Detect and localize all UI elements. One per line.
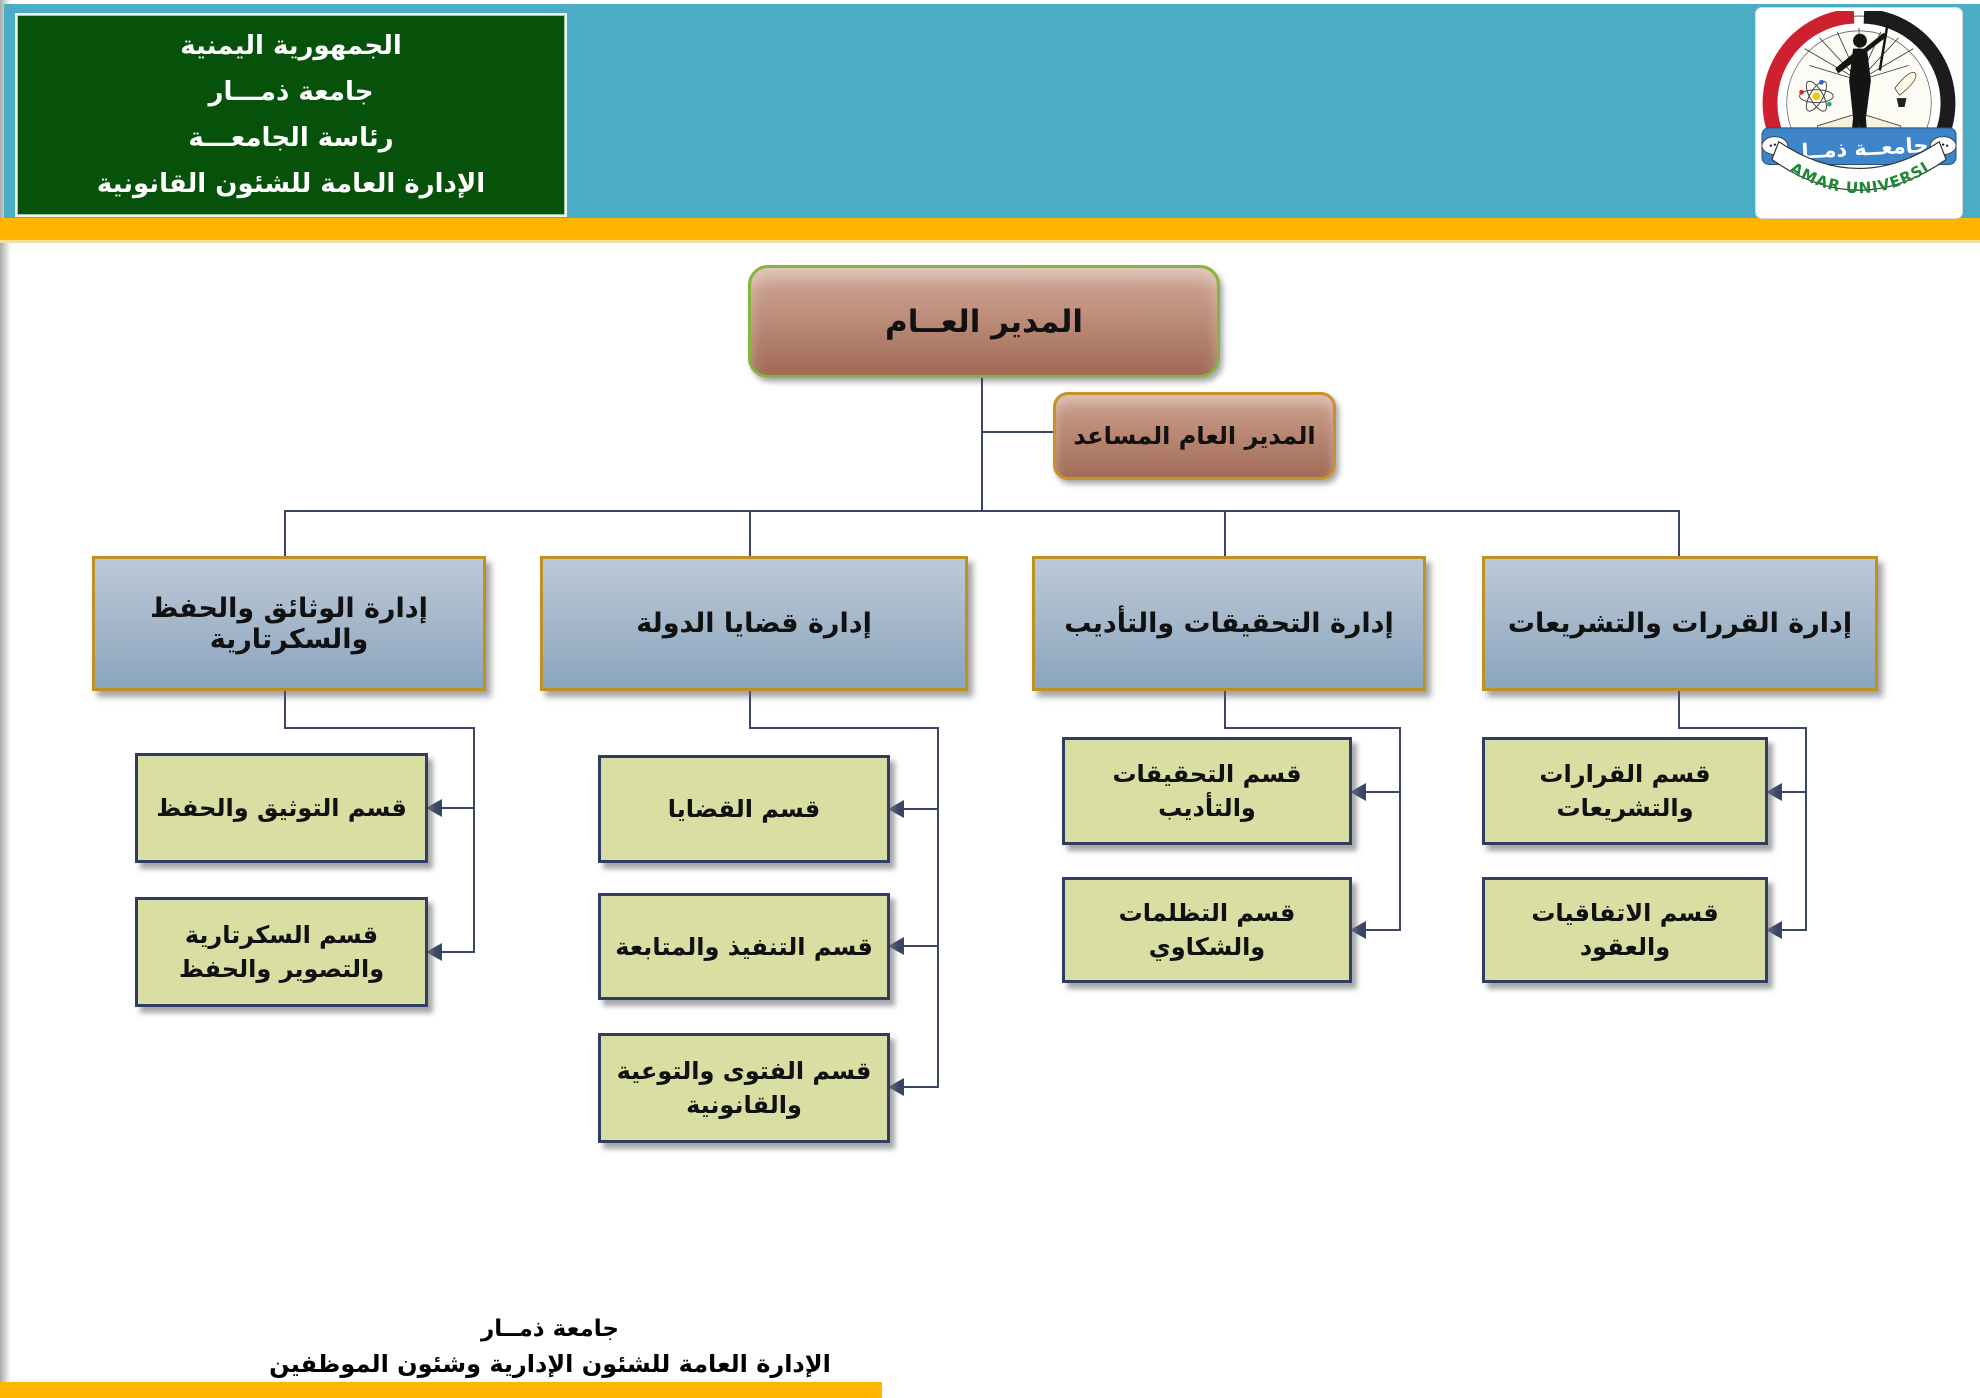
footer-orange-rule [0, 1382, 882, 1398]
connector-line [1678, 727, 1807, 729]
connector-line [749, 685, 751, 729]
connector-line [981, 372, 983, 511]
university-logo-emblem: جامعــة ذمــار THAMAR UNIVERSITY [1760, 11, 1957, 197]
connector-line [937, 727, 939, 1087]
department-box-investigations: إدارة التحقيقات والتأديب [1032, 556, 1426, 691]
header-orange-rule [0, 218, 1980, 243]
connector-line [440, 951, 475, 953]
section-box-decisions-legislation: قسم القرارات والتشريعات [1482, 737, 1768, 845]
connector-line [284, 510, 286, 556]
connector-line [284, 685, 286, 729]
logo-quill-icon [1894, 72, 1917, 108]
connector-line [749, 510, 751, 556]
section-box-documentation-archiving: قسم التوثيق والحفظ [135, 753, 428, 863]
connector-arrowhead-icon [1766, 921, 1782, 939]
header-line-university: جامعة ذمـــار [208, 77, 374, 107]
page-edge-shadow [0, 0, 11, 1398]
connector-arrowhead-icon [888, 1078, 904, 1096]
connector-line [284, 510, 1680, 512]
connector-arrowhead-icon [1766, 783, 1782, 801]
section-box-execution-followup: قسم التنفيذ والمتابعة [598, 893, 890, 1000]
connector-arrowhead-icon [426, 943, 442, 961]
header-line-administration: الإدارة العامة للشئون القانونية [96, 169, 486, 199]
footer: جامعة ذمــار الإدارة العامة للشئون الإدا… [230, 1312, 870, 1382]
connector-line [902, 808, 939, 810]
connector-arrowhead-icon [426, 799, 442, 817]
connector-line [1224, 685, 1226, 729]
connector-arrowhead-icon [888, 937, 904, 955]
footer-university-name: جامعة ذمــار [480, 1316, 620, 1342]
connector-line [1224, 727, 1401, 729]
connector-line [1678, 510, 1680, 556]
connector-line [1364, 929, 1401, 931]
connector-line [1780, 791, 1807, 793]
root-box-general-director: المدير العــام [748, 265, 1220, 378]
connector-line [902, 945, 939, 947]
connector-line [902, 1086, 939, 1088]
connector-arrowhead-icon [888, 800, 904, 818]
connector-line [749, 727, 939, 729]
section-box-agreements-contracts: قسم الاتفاقيات والعقود [1482, 877, 1768, 983]
footer-administration-name: الإدارة العامة للشئون الإدارية وشئون الم… [269, 1350, 831, 1378]
logo-red-arc [1762, 11, 1855, 135]
connector-arrowhead-icon [1350, 783, 1366, 801]
connector-line [473, 727, 475, 953]
department-box-documents: إدارة الوثائق والحفظ والسكرتارية [92, 556, 486, 691]
connector-line [1805, 727, 1807, 931]
connector-line [1780, 929, 1807, 931]
connector-line [440, 807, 475, 809]
connector-line [1224, 510, 1226, 556]
section-box-secretariat-copying: قسم السكرتارية والتصوير والحفظ [135, 897, 428, 1007]
section-box-grievances-complaints: قسم التظلمات والشكاوي [1062, 877, 1352, 983]
university-logo: جامعــة ذمــار THAMAR UNIVERSITY [1756, 8, 1962, 218]
section-box-fatwa-awareness: قسم الفتوى والتوعية والقانونية [598, 1033, 890, 1143]
connector-line [1678, 685, 1680, 729]
connector-arrowhead-icon [1350, 921, 1366, 939]
section-box-cases: قسم القضايا [598, 755, 890, 863]
header-line-presidency: رئاسة الجامعـــة [188, 123, 394, 153]
assistant-director-box: المدير العام المساعد [1053, 392, 1336, 480]
connector-line [284, 727, 475, 729]
department-box-decisions: إدارة القررات والتشريعات [1482, 556, 1878, 691]
header-title-box: الجمهورية اليمنية جامعة ذمـــار رئاسة ال… [15, 13, 567, 217]
section-box-investigations-discipline: قسم التحقيقات والتأديب [1062, 737, 1352, 845]
logo-black-arc [1863, 11, 1956, 135]
header-line-country: الجمهورية اليمنية [180, 31, 402, 61]
logo-atom-icon [1799, 79, 1834, 112]
connector-line [1399, 727, 1401, 931]
connector-line [1364, 791, 1401, 793]
connector-line [981, 431, 1053, 433]
logo-blue-band: جامعــة ذمــار [1761, 127, 1957, 165]
department-box-state-cases: إدارة قضايا الدولة [540, 556, 968, 691]
